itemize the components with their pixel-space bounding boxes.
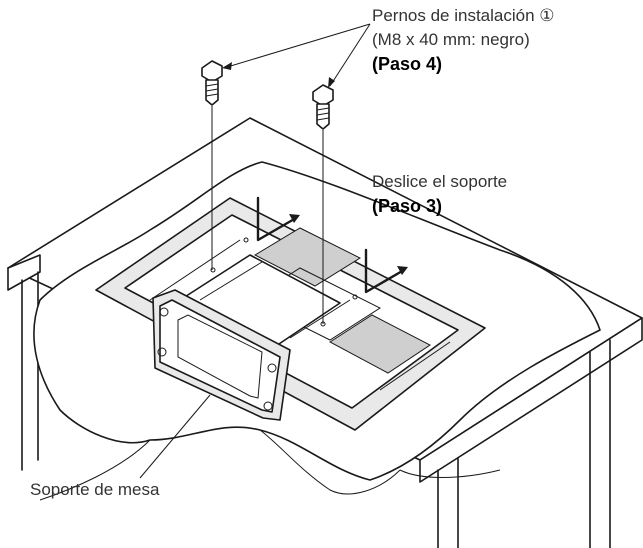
slide-arrow-2 <box>364 248 408 294</box>
stand-hole-1 <box>210 267 216 273</box>
bolts-title-label: Pernos de instalación ① <box>372 6 555 25</box>
tv-back-vent-1 <box>253 227 362 287</box>
stand-base-screw-1 <box>159 307 169 317</box>
leader-stand <box>139 394 211 479</box>
tv-back-line-1 <box>149 239 241 301</box>
leader-bolt-left <box>223 23 371 69</box>
cloth-fold-3 <box>399 469 501 478</box>
stand-neck-rail-1 <box>199 261 263 301</box>
stand-base-screw-2 <box>157 347 167 357</box>
stand-base-face <box>159 299 281 413</box>
stand-neck-rail-2 <box>289 299 351 339</box>
slide-step-label: (Paso 3) <box>372 196 443 216</box>
cloth-fold-1 <box>259 429 401 495</box>
tv-back-vent-3 <box>329 314 431 374</box>
bolts-step-label: (Paso 4) <box>372 54 443 74</box>
slide-arrow-1 <box>256 196 300 242</box>
slide-title-label: Deslice el soporte <box>372 172 508 191</box>
bolt-right <box>312 84 334 130</box>
table-front-edge <box>419 317 643 483</box>
bolts-spec-label: (M8 x 40 mm: negro) <box>372 30 530 49</box>
stand-hole-4 <box>352 294 358 300</box>
stand-base-inner <box>177 314 263 399</box>
cloth-fold-2 <box>39 439 151 501</box>
table-left-edge <box>7 254 41 291</box>
stand-base-screw-4 <box>263 401 273 411</box>
leader-bolt-right <box>329 23 371 87</box>
stand-label: Soporte de mesa <box>30 480 160 499</box>
stand-base-screw-3 <box>267 363 277 373</box>
leader-arrow-left <box>222 62 232 70</box>
tv-back-line-2 <box>379 341 451 391</box>
stand-hole-3 <box>243 237 249 243</box>
leader-arrow-right <box>328 77 335 88</box>
bolt-left <box>201 60 223 106</box>
